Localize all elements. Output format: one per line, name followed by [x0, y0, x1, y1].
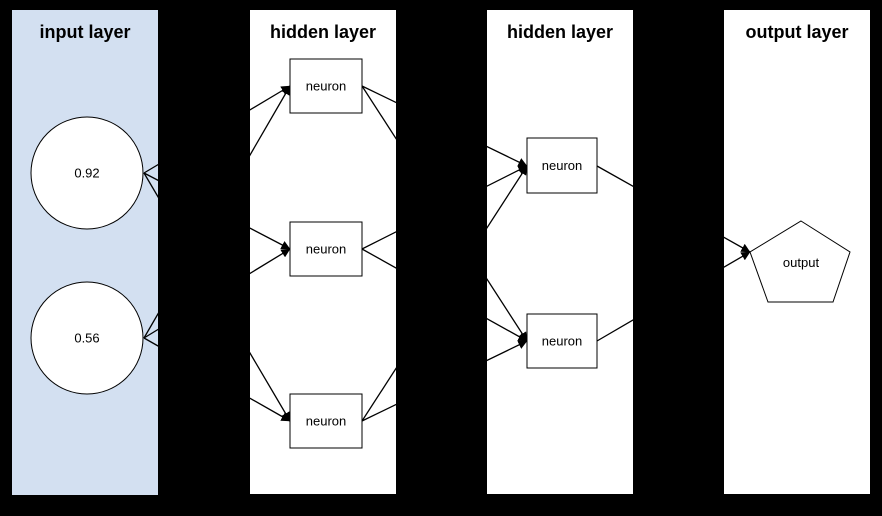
neuron-box [289, 393, 363, 449]
input-node-label: 0.56 [74, 331, 99, 346]
output-node-label: output [783, 255, 820, 270]
input-node-2: 0.56 [30, 281, 144, 395]
input-node-circle [30, 116, 144, 230]
hidden1-neuron-2: neuron [289, 221, 363, 277]
output-node: output [749, 220, 851, 303]
hidden1-neuron-3: neuron [289, 393, 363, 449]
panel-input-layer [12, 10, 158, 495]
neuron-box [289, 58, 363, 114]
panel-hidden-layer-2 [487, 10, 633, 494]
output-pentagon [749, 220, 851, 303]
neuron-label: neuron [542, 334, 582, 349]
neuron-label: neuron [306, 242, 346, 257]
neuron-label: neuron [306, 79, 346, 94]
hidden2-neuron-2: neuron [526, 313, 598, 369]
neuron-box [526, 137, 598, 194]
layer-title-hidden-1: hidden layer [270, 22, 376, 42]
hidden1-neuron-1: neuron [289, 58, 363, 114]
neuron-box [289, 221, 363, 277]
layer-title-hidden-2: hidden layer [507, 22, 613, 42]
input-node-circle [30, 281, 144, 395]
neuron-label: neuron [542, 158, 582, 173]
layer-title-output: output layer [745, 22, 848, 42]
neuron-label: neuron [306, 414, 346, 429]
neuron-box [526, 313, 598, 369]
hidden2-neuron-1: neuron [526, 137, 598, 194]
layer-title-input: input layer [39, 22, 130, 42]
input-node-1: 0.92 [30, 116, 144, 230]
input-node-label: 0.92 [74, 166, 99, 181]
